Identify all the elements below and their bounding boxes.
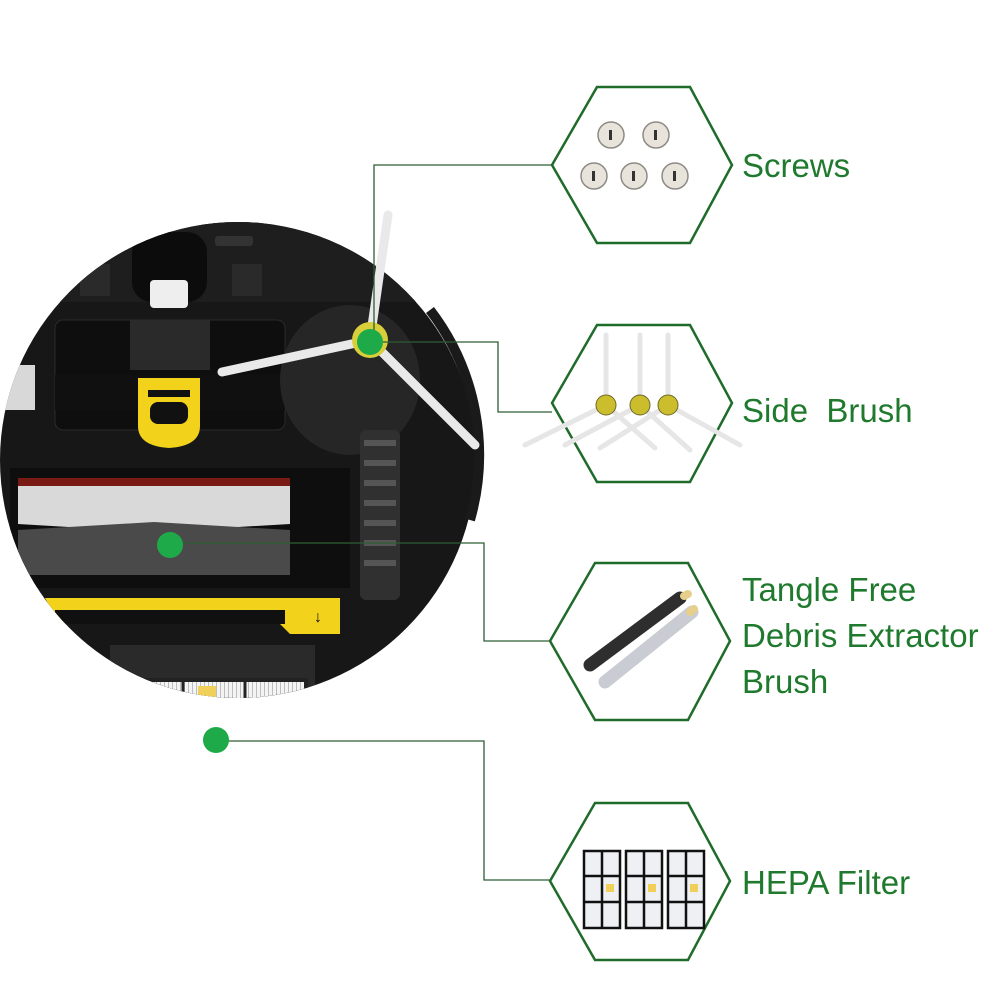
side-brush-label: Side Brush	[742, 392, 913, 429]
hepa-filter-icon	[582, 849, 706, 930]
connector-lines	[172, 164, 552, 881]
screws-icon	[580, 121, 689, 190]
side-brush-marker	[357, 329, 383, 355]
svg-text:↓: ↓	[314, 609, 322, 626]
extractor-label-line-3: Brush	[742, 663, 829, 700]
robot-body: ↓	[0, 222, 476, 698]
extractor-hexagon	[548, 561, 732, 722]
extractor-marker	[157, 532, 183, 558]
screws-label: Screws	[742, 147, 851, 184]
side-brush-icon	[522, 332, 743, 453]
extractor-brush-icon	[583, 590, 699, 689]
extractor-label-line-1: Tangle Free	[742, 571, 917, 608]
hepa-marker	[203, 727, 229, 753]
extractor-label-line-2: Debris Extractor	[742, 617, 979, 654]
hepa-filter-label: HEPA Filter	[742, 864, 911, 901]
